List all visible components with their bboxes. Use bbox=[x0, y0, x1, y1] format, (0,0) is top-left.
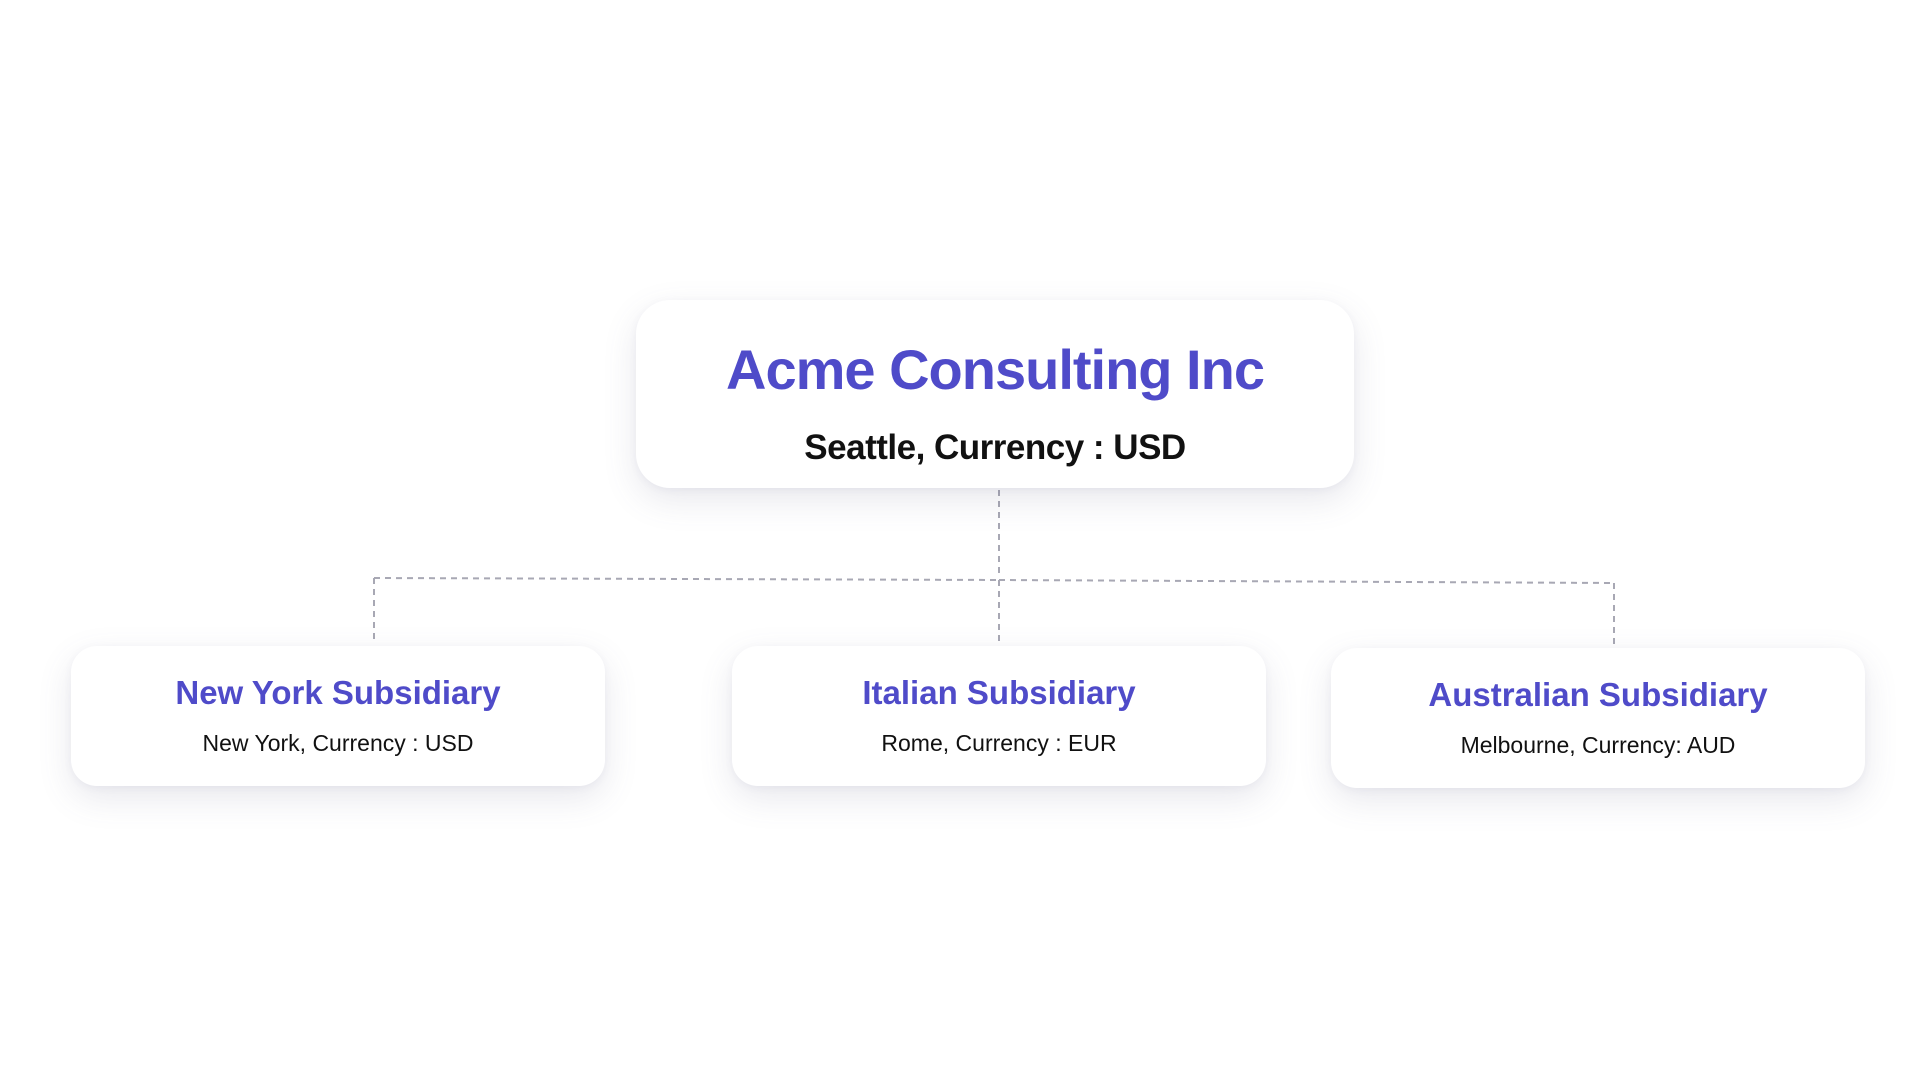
parent-company-name: Acme Consulting Inc bbox=[726, 338, 1265, 401]
italian-subsidiary-location: Rome, Currency : EUR bbox=[881, 730, 1117, 756]
parent-company-location: Seattle, Currency : USD bbox=[804, 428, 1186, 467]
new-york-subsidiary-location: New York, Currency : USD bbox=[202, 730, 474, 756]
connector-horizontal-left bbox=[373, 577, 1000, 581]
australian-subsidiary-name: Australian Subsidiary bbox=[1428, 676, 1768, 713]
new-york-subsidiary-card: New York Subsidiary New York, Currency :… bbox=[71, 646, 605, 786]
parent-company-card: Acme Consulting Inc Seattle, Currency : … bbox=[636, 300, 1354, 488]
new-york-subsidiary-name: New York Subsidiary bbox=[175, 674, 501, 711]
australian-subsidiary-card: Australian Subsidiary Melbourne, Currenc… bbox=[1331, 648, 1865, 788]
italian-subsidiary-card: Italian Subsidiary Rome, Currency : EUR bbox=[732, 646, 1266, 786]
connector-horizontal-right bbox=[998, 579, 1615, 584]
italian-subsidiary-name: Italian Subsidiary bbox=[862, 674, 1136, 711]
australian-subsidiary-location: Melbourne, Currency: AUD bbox=[1460, 732, 1736, 758]
